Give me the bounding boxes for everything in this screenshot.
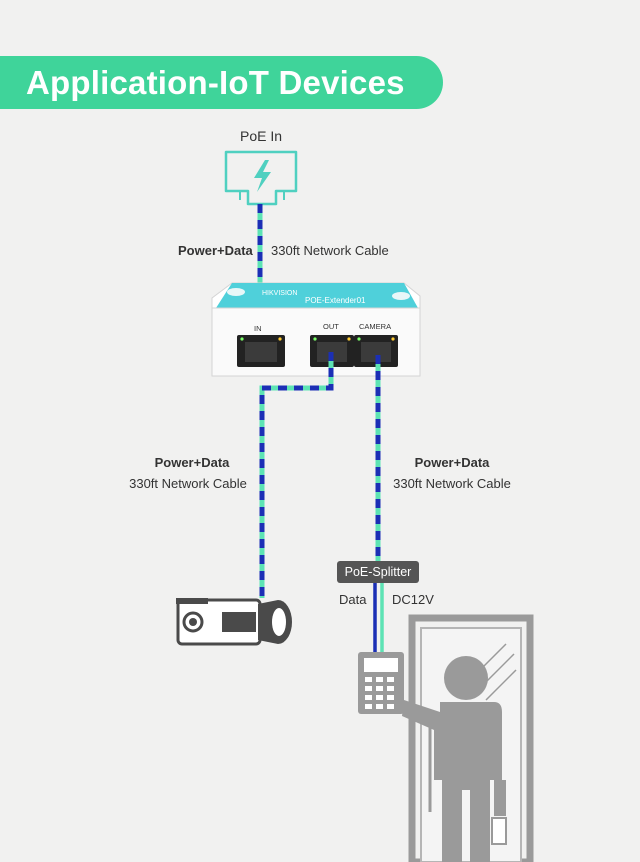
splitter-dc12v-label: DC12V	[392, 592, 434, 607]
header-banner: Application-IoT Devices	[0, 56, 443, 109]
splitter-data-label: Data	[339, 592, 367, 607]
page-title: Application-IoT Devices	[26, 64, 405, 101]
extender-brand: HIKVISION	[262, 290, 297, 297]
ethernet-power-icon	[224, 150, 298, 206]
right-cable-line1: Power+Data	[414, 455, 490, 470]
left-cable-line1: Power+Data	[154, 455, 230, 470]
poe-splitter-badge: PoE-Splitter	[337, 561, 419, 583]
access-control-keypad-icon	[358, 652, 404, 714]
left-cable	[259, 352, 334, 598]
top-cable-right-label: 330ft Network Cable	[271, 243, 389, 258]
poe-extender-device: HIKVISION POE-Extender01 IN	[211, 282, 421, 377]
top-cable-left-label: Power+Data	[178, 243, 253, 258]
splitter-outputs	[373, 583, 384, 652]
left-cable-line2: 330ft Network Cable	[129, 476, 247, 491]
port-out-label: OUT	[323, 322, 339, 331]
right-cable-line2: 330ft Network Cable	[393, 476, 511, 491]
port-camera[interactable]	[354, 335, 398, 367]
poe-in-label: PoE In	[239, 128, 283, 144]
bullet-camera-icon	[176, 598, 292, 646]
port-in-label: IN	[254, 324, 262, 333]
port-in[interactable]	[237, 335, 285, 367]
extender-model: POE-Extender01	[305, 296, 366, 305]
port-camera-label: CAMERA	[359, 322, 392, 331]
person-icon	[402, 656, 507, 862]
